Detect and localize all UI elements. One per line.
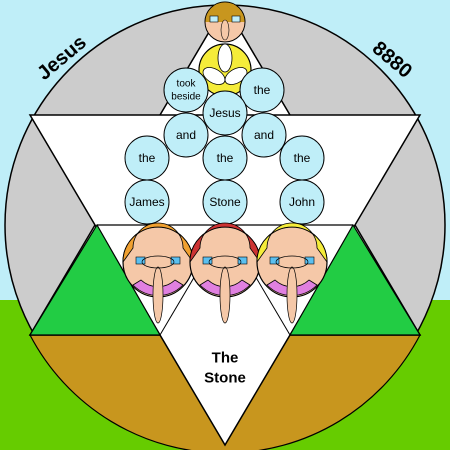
word-circle-the-right: the xyxy=(279,135,325,181)
beside-text: beside xyxy=(171,92,201,103)
and-right-text: and xyxy=(254,128,274,142)
the-right-text: the xyxy=(294,151,311,165)
word-circle-james: James xyxy=(124,179,170,225)
bottom-label-line1: The xyxy=(212,350,239,367)
took-text: took xyxy=(177,79,197,90)
word-circle-the-top: the xyxy=(239,67,285,113)
word-circle-john: John xyxy=(279,179,325,225)
the-left-text: the xyxy=(139,151,156,165)
word-circle-and-right: and xyxy=(241,112,287,158)
and-left-text: and xyxy=(176,128,196,142)
stone-text: Stone xyxy=(209,195,241,209)
top-face-circle xyxy=(204,1,246,43)
bottom-label-line2: Stone xyxy=(204,370,246,387)
jesus-text: Jesus xyxy=(209,106,240,120)
word-circle-stone: Stone xyxy=(202,179,248,225)
the-center-text: the xyxy=(217,151,234,165)
word-circle-jesus: Jesus xyxy=(202,90,248,136)
yellow-knot-circle xyxy=(198,43,252,97)
word-circle-the-center: the xyxy=(202,135,248,181)
the-top-text: the xyxy=(254,83,271,97)
face-circle-left xyxy=(122,222,194,324)
face-circle-right xyxy=(256,222,328,324)
word-circle-took-beside: took beside xyxy=(163,67,209,113)
john-text: John xyxy=(289,195,315,209)
word-circle-and-left: and xyxy=(163,112,209,158)
james-text: James xyxy=(129,195,164,209)
word-circle-the-left: the xyxy=(124,135,170,181)
face-circle-center xyxy=(189,222,261,324)
